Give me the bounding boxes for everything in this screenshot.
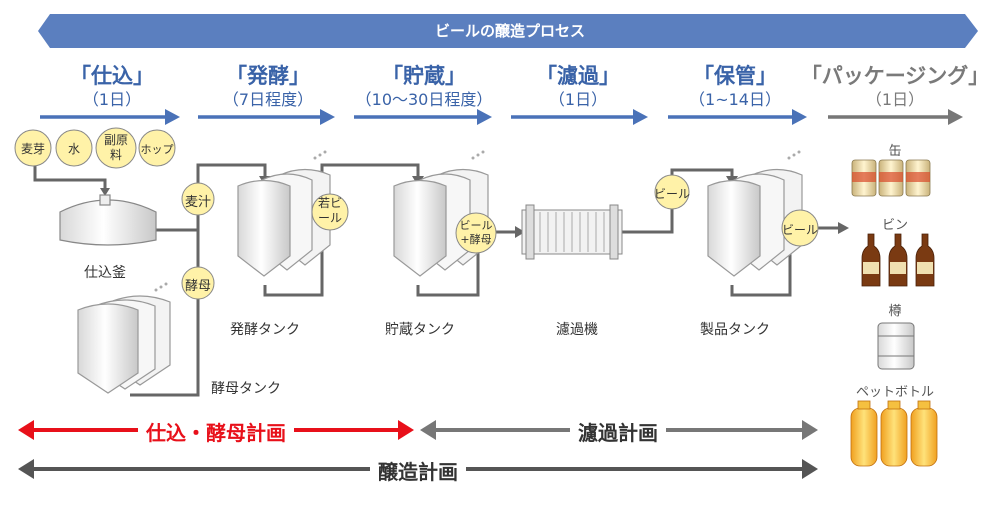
label-product-tank: 製品タンク bbox=[700, 322, 770, 338]
label-keg: 樽 bbox=[888, 304, 902, 319]
more-dots bbox=[154, 150, 801, 292]
filter-machine bbox=[521, 204, 623, 260]
stage-name-packaging: 「パッケージング」 bbox=[800, 64, 990, 88]
ingredient-badges bbox=[14, 127, 176, 169]
stage-duration-holding: （1~14日） bbox=[689, 90, 781, 109]
flow-badge-circles bbox=[181, 174, 819, 300]
pipes bbox=[33, 163, 842, 397]
ingredient-hops: ホップ bbox=[140, 143, 174, 156]
badge-wort: 麦汁 bbox=[184, 195, 212, 210]
stage-duration-brewing: （1日） bbox=[82, 90, 142, 109]
plan-brewing-label: 醸造計画 bbox=[370, 456, 466, 485]
stage-name-brewing: 「仕込」 bbox=[70, 64, 154, 88]
label-storage-tank: 貯蔵タンク bbox=[385, 322, 455, 338]
stage-duration-filtration: （1日） bbox=[548, 90, 608, 109]
badge-beer-yeast: ビール+酵母 bbox=[459, 219, 493, 246]
package-cans bbox=[851, 159, 931, 197]
label-filter-machine: 濾過機 bbox=[556, 322, 598, 338]
package-keg bbox=[877, 322, 915, 370]
stage-name-filtration: 「濾過」 bbox=[536, 64, 620, 88]
ingredient-water: 水 bbox=[67, 142, 81, 156]
stage-duration-packaging: （1日） bbox=[865, 90, 925, 109]
package-pet-bottles bbox=[850, 400, 938, 467]
badge-yeast: 酵母 bbox=[184, 279, 212, 294]
page-title: ビールの醸造プロセス bbox=[434, 22, 586, 40]
stage-arrows bbox=[40, 109, 963, 125]
badge-young-beer: 若ビール bbox=[317, 196, 342, 225]
stage-duration-storage: （10～30日程度） bbox=[355, 90, 493, 109]
package-bottles bbox=[861, 233, 935, 287]
label-brew-kettle: 仕込釜 bbox=[84, 265, 126, 281]
label-yeast-tank: 酵母タンク bbox=[211, 381, 281, 397]
label-fermentation-tank: 発酵タンク bbox=[230, 322, 300, 338]
brew-kettle bbox=[59, 194, 157, 246]
label-bottle: ビン bbox=[881, 218, 909, 233]
badge-beer-2: ビール bbox=[781, 223, 819, 237]
yeast-tanks bbox=[77, 295, 171, 394]
stage-name-fermentation: 「発酵」 bbox=[226, 64, 310, 88]
ingredient-adjunct: 副原料 bbox=[103, 133, 128, 162]
fermentation-tanks bbox=[237, 168, 331, 277]
plan-brew-yeast-label: 仕込・酵母計画 bbox=[138, 417, 294, 446]
ingredient-malt: 麦芽 bbox=[20, 142, 46, 156]
stage-name-holding: 「保管」 bbox=[693, 64, 777, 88]
stage-duration-fermentation: （7日程度） bbox=[222, 90, 314, 109]
plan-filtration-label: 濾過計画 bbox=[570, 417, 666, 446]
badge-beer-1: ビール bbox=[653, 187, 691, 201]
title-banner-arrow bbox=[38, 14, 978, 48]
label-pet-bottle: ペットボトル bbox=[855, 385, 935, 400]
stage-name-storage: 「貯蔵」 bbox=[382, 64, 466, 88]
label-can: 缶 bbox=[888, 144, 902, 159]
